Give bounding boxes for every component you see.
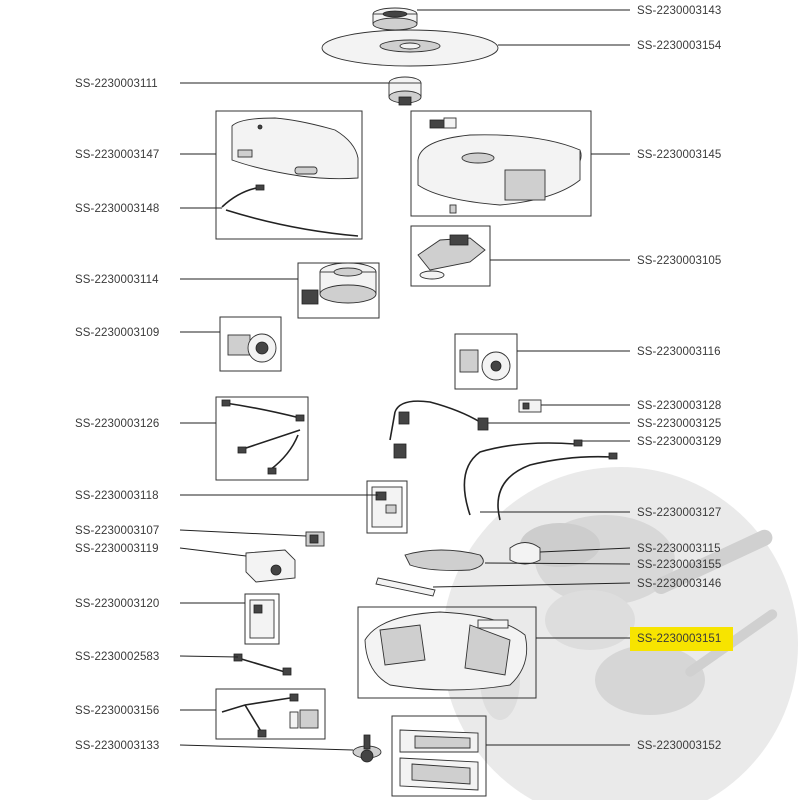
left-labels: SS-2230003111 SS-2230003147 SS-223000314… [75, 78, 159, 752]
box-3116 [454, 333, 518, 390]
box-3105 [410, 225, 491, 287]
part-3145-top-cover [417, 117, 582, 214]
box-3109 [219, 316, 282, 372]
part-3111-puck [388, 76, 422, 106]
label-3133[interactable]: SS-2230003133 [75, 740, 159, 752]
label-3154[interactable]: SS-2230003154 [637, 40, 722, 52]
label-3125[interactable]: SS-2230003125 [637, 418, 721, 430]
label-2583[interactable]: SS-2230002583 [75, 651, 159, 663]
part-2583-cable [233, 653, 292, 676]
label-3105[interactable]: SS-2230003105 [637, 255, 721, 267]
label-3128[interactable]: SS-2230003128 [637, 400, 721, 412]
part-3119-block [245, 549, 296, 583]
label-3107[interactable]: SS-2230003107 [75, 525, 159, 537]
part-3109-wheel [227, 333, 277, 363]
label-3116[interactable]: SS-2230003116 [637, 346, 721, 358]
part-3114-fan [301, 262, 377, 305]
part-3118-board [371, 486, 403, 528]
part-3105-assembly [417, 234, 486, 280]
box-3114 [297, 262, 380, 319]
part-3107-small [305, 531, 325, 547]
part-3129-cable [463, 439, 618, 521]
part-3120-board [249, 599, 275, 639]
part-3126-cables [221, 399, 305, 475]
label-3114[interactable]: SS-2230003114 [75, 274, 159, 286]
part-3154-disk [321, 29, 499, 67]
part-3133-caster [352, 734, 382, 763]
part-3116-wheel [459, 349, 511, 381]
part-3156-harness [221, 693, 319, 738]
highlight-box [630, 627, 733, 651]
part-3115-bulb [509, 542, 541, 565]
box-3151 [357, 606, 537, 699]
box-3118 [366, 480, 408, 534]
part-3147-bumper [231, 117, 359, 180]
box-3152 [391, 715, 487, 797]
label-3148[interactable]: SS-2230003148 [75, 203, 159, 215]
label-3152[interactable]: SS-2230003152 [637, 740, 721, 752]
label-3129[interactable]: SS-2230003129 [637, 436, 721, 448]
label-3111[interactable]: SS-2230003111 [75, 78, 158, 90]
part-3148-strip [221, 184, 359, 237]
label-3146[interactable]: SS-2230003146 [637, 578, 721, 590]
label-3109[interactable]: SS-2230003109 [75, 327, 159, 339]
box-3156 [215, 688, 326, 740]
part-3155-board [404, 549, 484, 571]
label-3118[interactable]: SS-2230003118 [75, 490, 159, 502]
label-3126[interactable]: SS-2230003126 [75, 418, 159, 430]
part-3143-ring [372, 7, 418, 31]
label-3143[interactable]: SS-2230003143 [637, 5, 721, 17]
part-3146-bar [375, 577, 436, 597]
label-3151[interactable]: SS-2230003151 [637, 633, 721, 645]
label-3156[interactable]: SS-2230003156 [75, 705, 159, 717]
label-3115[interactable]: SS-2230003115 [637, 543, 721, 555]
part-3128-connector [518, 399, 542, 413]
box-3147-3148 [215, 110, 363, 240]
label-3127[interactable]: SS-2230003127 [637, 507, 721, 519]
part-3151-base [364, 611, 528, 691]
part-3152-cover [399, 729, 479, 791]
label-3120[interactable]: SS-2230003120 [75, 598, 159, 610]
right-labels: SS-2230003143 SS-2230003154 SS-223000314… [637, 5, 722, 752]
label-3119[interactable]: SS-2230003119 [75, 543, 159, 555]
part-3125-harness [389, 400, 489, 459]
box-3120 [244, 593, 280, 645]
box-3145 [410, 110, 592, 217]
label-3147[interactable]: SS-2230003147 [75, 149, 159, 161]
box-3126 [215, 396, 309, 481]
label-3155[interactable]: SS-2230003155 [637, 559, 721, 571]
label-3145[interactable]: SS-2230003145 [637, 149, 721, 161]
